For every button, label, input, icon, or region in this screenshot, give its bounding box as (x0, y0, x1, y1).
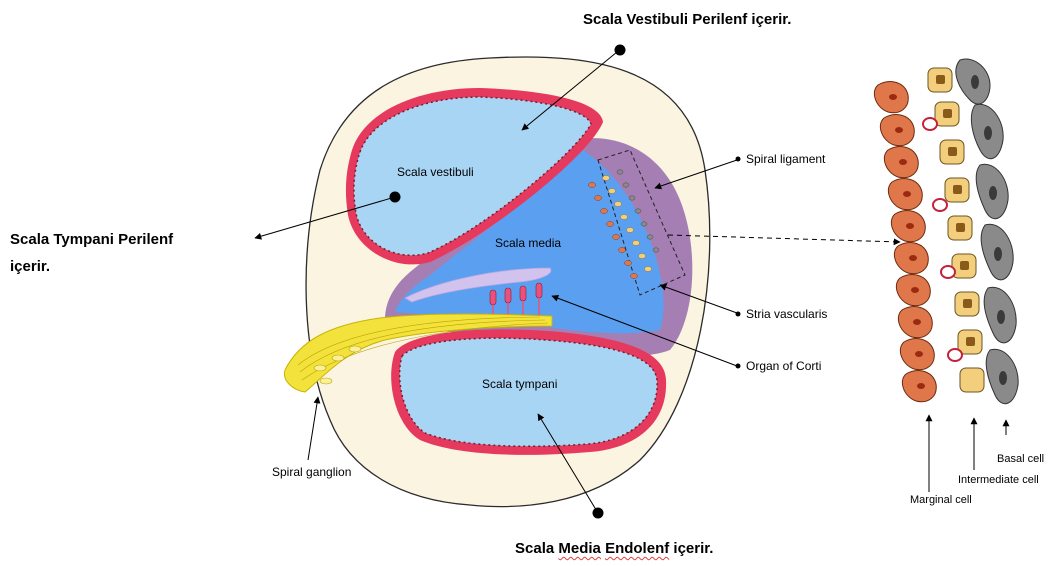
label-stria-vascularis: Stria vascularis (746, 307, 827, 321)
annotation-scala-tympani-line1: Scala Tympani Perilenf (10, 226, 240, 253)
arrow-spiral-ganglion (308, 397, 318, 460)
dot-scala-vestibuli (615, 45, 626, 56)
annotation-scala-media-suffix: içerir. (673, 540, 713, 557)
dot-stria-vascularis (736, 312, 741, 317)
label-scala-media: Scala media (495, 236, 561, 250)
label-spiral-ligament: Spiral ligament (746, 152, 826, 166)
label-intermediate-cell: Intermediate cell (958, 474, 1039, 486)
label-scala-tympani: Scala tympani (482, 377, 557, 391)
label-scala-vestibuli: Scala vestibuli (397, 165, 474, 179)
annotation-scala-media-word2: Endolenf (605, 540, 669, 557)
dot-scala-media (593, 508, 604, 519)
label-marginal-cell: Marginal cell (910, 494, 972, 506)
dot-spiral-ligament (736, 157, 741, 162)
cell-layers-magnified (874, 59, 1018, 404)
dot-organ-of-corti (736, 364, 741, 369)
label-spiral-ganglion: Spiral ganglion (272, 465, 351, 479)
annotation-scala-media: Scala Media Endolenf içerir. (515, 535, 713, 562)
annotation-scala-media-prefix: Scala (515, 540, 554, 557)
annotation-scala-media-word1: Media (558, 540, 601, 557)
annotation-scala-vestibuli: Scala Vestibuli Perilenf içerir. (583, 6, 791, 33)
label-organ-of-corti: Organ of Corti (746, 359, 821, 373)
annotation-scala-tympani: Scala Tympani Perilenf içerir. (10, 226, 240, 280)
dot-scala-tympani (390, 192, 401, 203)
label-basal-cell: Basal cell (997, 453, 1044, 465)
scala-tympani (391, 329, 666, 455)
annotation-scala-tympani-line2: içerir. (10, 253, 240, 280)
